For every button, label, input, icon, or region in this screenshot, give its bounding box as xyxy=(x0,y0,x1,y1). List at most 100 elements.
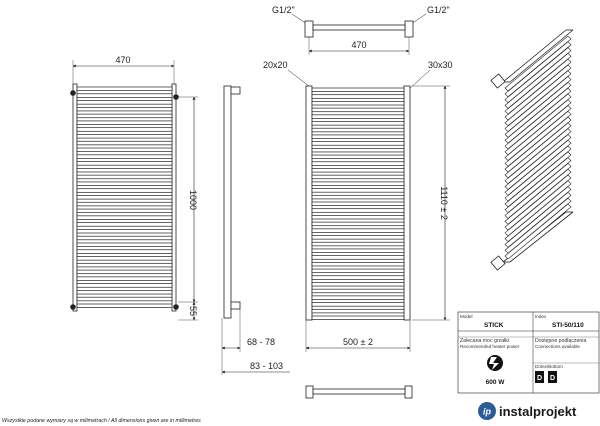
index-value: STI-50/110 xyxy=(552,322,584,329)
front-tube xyxy=(76,201,173,207)
rear-tube xyxy=(311,248,405,253)
front-tube xyxy=(76,106,173,112)
rear-tube xyxy=(311,114,405,119)
front-tube xyxy=(76,215,173,220)
model-value: STICK xyxy=(484,322,504,329)
front-connection-top-left xyxy=(70,90,76,96)
rear-tube xyxy=(311,235,405,240)
rear-bars xyxy=(311,87,405,320)
isometric-tube xyxy=(504,52,572,109)
rear-tube xyxy=(311,134,405,139)
top-pipe-left-label: G1/2" xyxy=(272,5,295,15)
rear-tube xyxy=(311,94,405,99)
connection-type-b-icon xyxy=(548,371,557,383)
rear-left-rail xyxy=(305,85,313,321)
front-tube xyxy=(76,262,173,268)
rear-tube xyxy=(311,215,405,220)
isometric-tube xyxy=(504,110,572,167)
front-tube xyxy=(76,120,173,125)
front-tube xyxy=(76,229,173,234)
front-tube xyxy=(76,86,173,91)
isometric-bars xyxy=(504,35,572,260)
front-tube xyxy=(76,161,173,166)
isometric-tube xyxy=(504,93,572,150)
isometric-tube xyxy=(504,203,572,260)
connection-type-a-label: D xyxy=(537,375,542,382)
front-height-label: 1000 xyxy=(188,190,198,210)
rear-profile-left-label: 20x20 xyxy=(263,60,288,70)
front-tube xyxy=(76,303,173,308)
brand-logo-text: instalprojekt xyxy=(499,404,577,419)
isometric-tube xyxy=(504,128,572,185)
side-bracket-top xyxy=(230,86,241,95)
rear-tube xyxy=(311,154,405,160)
rear-tube xyxy=(311,228,405,233)
iso-connector-bottom xyxy=(490,255,506,271)
front-tube xyxy=(76,113,173,119)
rear-tube xyxy=(311,101,405,106)
rear-tube xyxy=(311,121,405,126)
rear-width-label: 500 ± 2 xyxy=(343,337,373,347)
bottom-left-connector xyxy=(305,385,314,399)
top-bar xyxy=(312,24,406,31)
front-connection-bottom-right xyxy=(173,304,179,310)
front-tube xyxy=(76,195,173,200)
isometric-tube xyxy=(504,87,572,144)
isometric-tube xyxy=(504,163,572,219)
front-right-rail xyxy=(171,83,177,312)
connections-subheader: Dolne/Bottom xyxy=(535,364,563,369)
front-tube xyxy=(76,276,173,281)
isometric-tube xyxy=(504,70,572,127)
brand-logo: ip instalprojekt xyxy=(478,402,577,420)
index-header: Index xyxy=(535,314,547,319)
rear-tube xyxy=(311,201,405,206)
rear-profile-right-label: 30x30 xyxy=(428,60,453,70)
isometric-tube xyxy=(504,168,572,225)
front-tube xyxy=(76,222,173,227)
rear-tube xyxy=(311,141,405,146)
isometric-tube xyxy=(504,192,572,248)
connection-type-b-label: D xyxy=(550,375,555,382)
rear-tube xyxy=(311,194,405,200)
front-tube xyxy=(76,100,173,105)
front-view: 470 1000 55 xyxy=(70,55,198,321)
isometric-tube xyxy=(504,64,572,121)
rear-tube xyxy=(311,181,405,186)
rear-tube xyxy=(311,302,405,307)
rear-tube xyxy=(311,241,405,247)
rear-tube xyxy=(311,255,405,260)
power-header-pl: Zalecana moc grzałki xyxy=(460,338,509,344)
isometric-tube xyxy=(504,197,572,254)
front-tube xyxy=(76,140,173,146)
isometric-tube xyxy=(504,105,572,161)
top-width-label: 470 xyxy=(351,40,366,50)
front-width-label: 470 xyxy=(115,55,130,65)
isometric-tube xyxy=(504,180,572,237)
rear-view: 20x20 30x30 1110 ± 2 500 ± 2 xyxy=(263,60,453,352)
power-value: 600 W xyxy=(486,379,506,386)
isometric-tube xyxy=(504,35,572,92)
isometric-tube xyxy=(504,116,572,173)
front-connection-bottom-left xyxy=(70,304,76,310)
front-bars xyxy=(76,86,173,308)
dimensions-note: Wszystkie podane wymiary są w milimetrac… xyxy=(2,418,201,424)
isometric-view xyxy=(490,29,574,271)
bottom-bar xyxy=(312,388,406,395)
front-tube xyxy=(76,242,173,247)
heater-power-icon xyxy=(487,355,503,371)
top-right-connector xyxy=(404,20,414,38)
front-tube xyxy=(76,127,173,132)
rear-tube xyxy=(311,127,405,133)
side-depth-total-label: 83 - 103 xyxy=(250,361,283,371)
rear-tube xyxy=(311,107,405,113)
rear-tube xyxy=(311,174,405,180)
isometric-tube xyxy=(504,151,572,208)
connections-header-pl: Dostępne podłączenia xyxy=(535,338,586,344)
isometric-tube xyxy=(504,186,572,243)
front-tube xyxy=(76,93,173,98)
side-view: 68 - 78 83 - 103 xyxy=(221,85,290,375)
isometric-tube xyxy=(504,157,572,214)
front-tube xyxy=(76,174,173,180)
front-connection-top-right xyxy=(173,94,179,100)
